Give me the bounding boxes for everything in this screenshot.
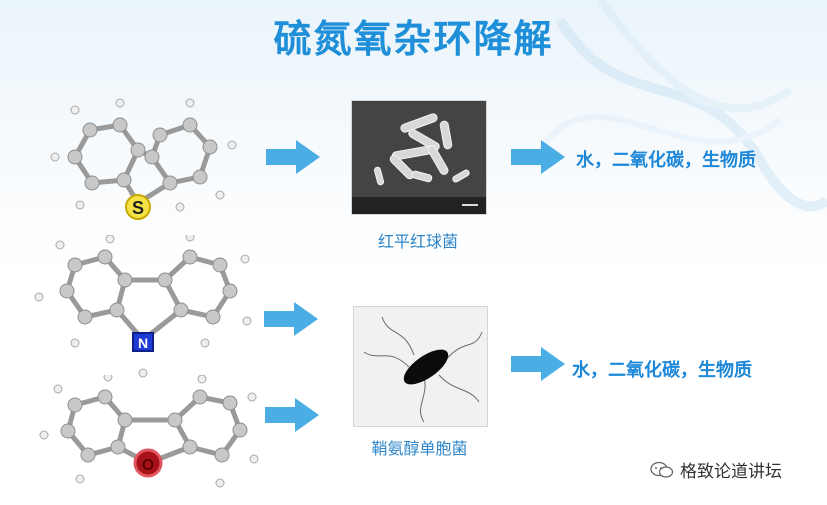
sphingomonas-micrograph (353, 306, 488, 427)
organism-label-sphingomonas: 鞘氨醇单胞菌 (371, 439, 468, 458)
rhodococcus-micrograph (351, 100, 487, 215)
dibenzofuran-molecule: O (39, 375, 259, 488)
svg-text:O: O (142, 457, 154, 474)
degradation-products-1: 水，二氧化碳，生物质 (576, 150, 756, 171)
svg-text:N: N (138, 335, 148, 351)
arrow-right-icon (264, 302, 318, 336)
watermark: 格致论道讲坛 (650, 457, 782, 482)
arrow-right-icon (511, 347, 565, 381)
arrow-right-icon (266, 140, 320, 174)
sulfur-atom (125, 194, 151, 220)
arrow-right-icon (511, 140, 565, 174)
watermark-text: 格致论道讲坛 (680, 462, 782, 482)
wechat-icon (650, 461, 674, 478)
page-title: 硫氮氧杂环降解 (273, 17, 554, 61)
nitrogen-atom (132, 332, 154, 352)
organism-label-rhodococcus: 红平红球菌 (377, 232, 458, 251)
arrow-right-icon (265, 398, 319, 432)
oxygen-atom (133, 448, 163, 478)
carbazole-molecule: N (34, 235, 252, 378)
svg-text:S: S (132, 198, 144, 218)
dibenzothiophene-molecule: S (50, 98, 237, 220)
degradation-products-2: 水，二氧化碳，生物质 (572, 360, 752, 381)
